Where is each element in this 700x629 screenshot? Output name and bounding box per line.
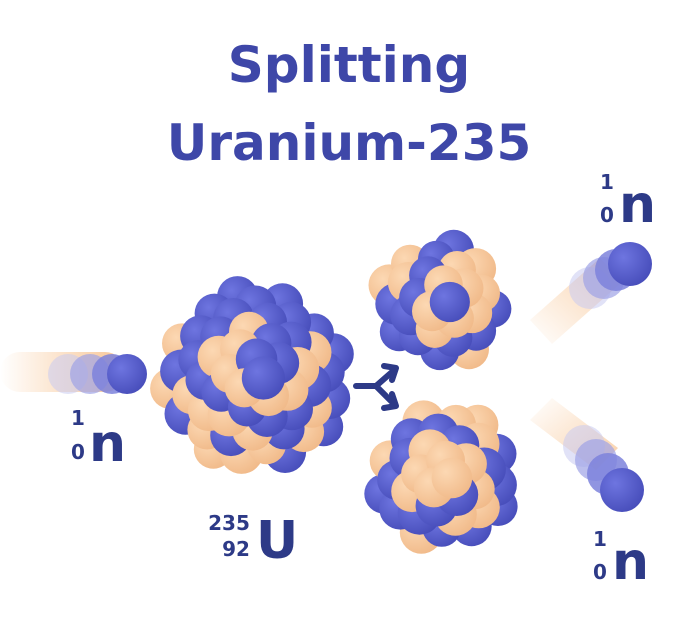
label-neutron-top: 1 0 n: [600, 170, 656, 235]
mass-number: 1: [600, 170, 614, 194]
incoming-neutron-ball: [107, 354, 147, 394]
symbol: n: [89, 414, 126, 474]
label-uranium: 235 92 U: [208, 511, 298, 571]
title-line-2: Uranium-235: [167, 114, 532, 172]
atomic-number: 0: [71, 440, 85, 464]
outgoing-neutron-bottom: [530, 398, 644, 512]
mass-number: 1: [71, 406, 85, 430]
outgoing-neutron-top: [530, 242, 652, 344]
mass-number: 1: [593, 527, 607, 551]
fork-arrow-icon: [353, 363, 399, 411]
label-neutron-bottom: 1 0 n: [593, 527, 649, 592]
atomic-number: 92: [222, 537, 250, 561]
neutron-ball-top: [608, 242, 652, 286]
incoming-neutron: [0, 352, 147, 394]
label-incoming-neutron: 1 0 n: [71, 406, 126, 474]
mass-number: 235: [208, 511, 250, 535]
proton: [241, 356, 285, 400]
atomic-number: 0: [593, 560, 607, 584]
proton: [429, 281, 470, 323]
fragment-nucleus-top: [368, 229, 512, 371]
fragment-nucleus-bottom: [364, 400, 518, 554]
symbol: n: [612, 532, 649, 592]
neutron-ball-bottom: [600, 468, 644, 512]
uranium-nucleus: [150, 276, 354, 474]
atomic-number: 0: [600, 203, 614, 227]
title-line-1: Splitting: [228, 36, 470, 94]
symbol: U: [256, 511, 298, 571]
symbol: n: [619, 175, 656, 235]
neutron-particle: [431, 457, 473, 499]
